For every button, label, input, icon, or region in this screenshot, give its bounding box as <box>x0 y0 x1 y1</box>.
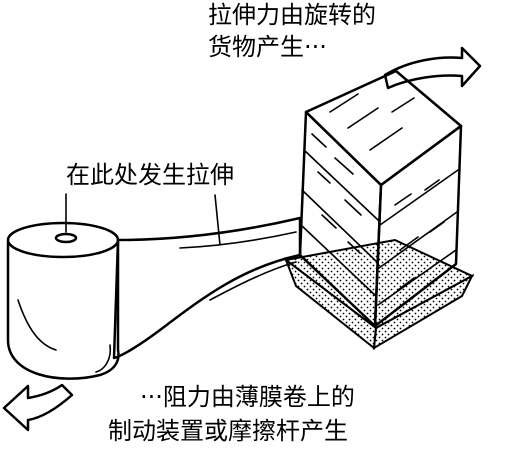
top-label-line2: 货物产生··· <box>208 33 327 61</box>
film-roll <box>6 221 120 380</box>
pallet-base <box>283 238 475 350</box>
bottom-label-line2: 制动装置或摩擦杆产生 <box>108 417 348 445</box>
stretch-zone-leader <box>214 194 221 246</box>
film-web <box>112 216 302 360</box>
curved-arrow-left-icon <box>2 383 74 432</box>
top-label-line1: 拉伸力由旋转的 <box>208 1 376 29</box>
bottom-label-line1: ···阻力由薄膜卷上的 <box>140 383 355 411</box>
cargo-box <box>298 69 463 328</box>
stretch-zone-label: 在此处发生拉伸 <box>66 161 234 189</box>
curved-arrow-right-icon <box>383 46 482 90</box>
